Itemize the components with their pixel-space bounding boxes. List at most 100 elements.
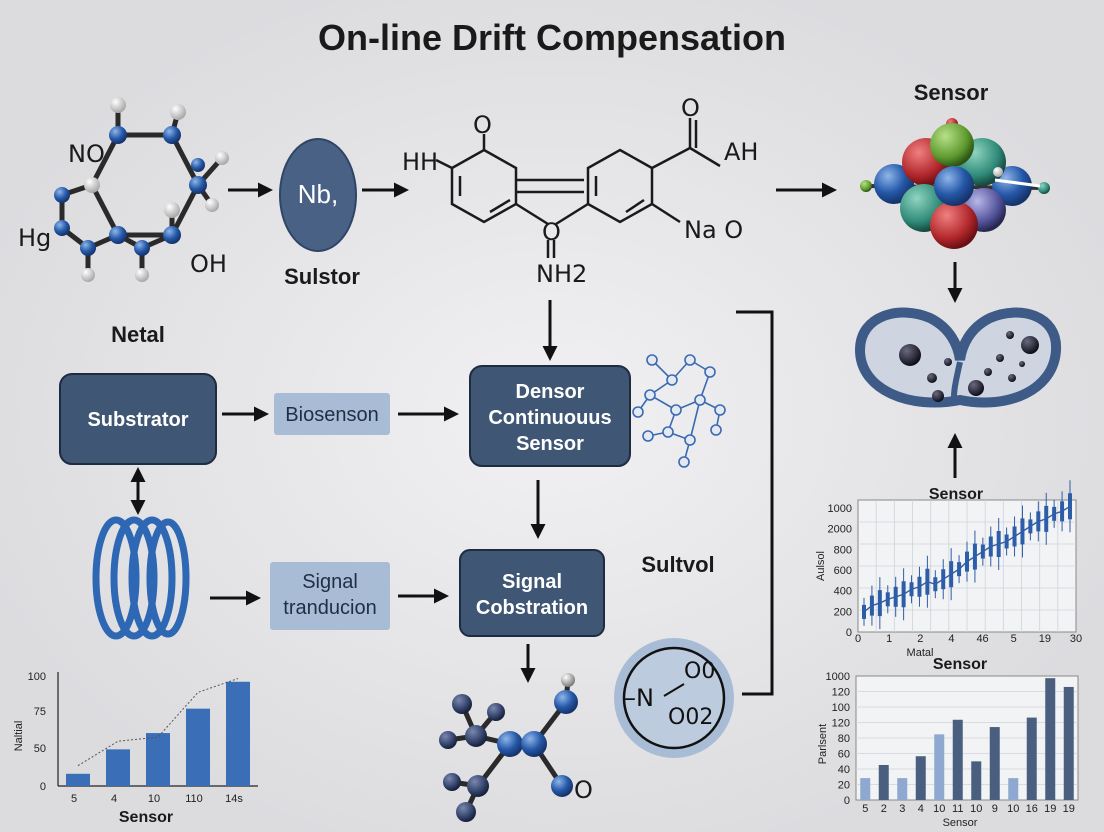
bar bbox=[897, 778, 908, 800]
no-circle: –N O02 O0 bbox=[614, 638, 734, 758]
densor-box-line-1: Densor bbox=[516, 381, 585, 403]
x-tick-label: 10 bbox=[148, 793, 160, 805]
atom-label-oh: OH bbox=[190, 250, 227, 278]
x-tick-label: 16 bbox=[1026, 803, 1038, 815]
densor-box-line-3: Sensor bbox=[516, 433, 584, 455]
no-circle-sub: O02 bbox=[668, 705, 713, 730]
atom-label-o-bridge: O bbox=[542, 218, 561, 246]
no-circle-text: –N bbox=[624, 684, 654, 712]
x-tick-label: 5 bbox=[71, 793, 77, 805]
atom-label-o-top: O bbox=[473, 111, 492, 139]
circle-node-text: Nb, bbox=[298, 179, 338, 209]
y-tick-label: 80 bbox=[838, 733, 850, 745]
y-tick-label: 120 bbox=[832, 687, 850, 699]
bar bbox=[1026, 717, 1037, 800]
y-tick-label: 800 bbox=[834, 544, 852, 556]
bar bbox=[1063, 686, 1074, 800]
x-tick-label: 2 bbox=[881, 803, 887, 815]
y-tick-label: 100 bbox=[832, 702, 850, 714]
atom-label-no: NO bbox=[68, 140, 105, 168]
y-tick-label: 200 bbox=[834, 606, 852, 618]
x-tick-label: 10 bbox=[1007, 803, 1019, 815]
final-molecule-label: O bbox=[574, 776, 593, 804]
x-tick-label: 110 bbox=[185, 793, 203, 805]
bar bbox=[226, 681, 250, 786]
x-axis-title: Sensor bbox=[119, 809, 173, 826]
x-tick-label: 11 bbox=[952, 803, 963, 815]
no-circle-top: O0 bbox=[684, 659, 715, 684]
x-axis-title: Matal bbox=[907, 647, 934, 659]
signal-cobstration-line-1: Signal bbox=[502, 571, 562, 593]
atom-label-ah: AH bbox=[724, 138, 758, 166]
atom-label-nh2: NH2 bbox=[536, 260, 587, 288]
y-tick-label: 20 bbox=[838, 780, 850, 792]
bar bbox=[934, 734, 945, 800]
series-line bbox=[863, 505, 1071, 613]
bar bbox=[952, 719, 963, 800]
x-tick-label: 5 bbox=[1011, 633, 1017, 645]
signal-cobstration-box[interactable]: Signal Cobstration bbox=[459, 549, 605, 637]
densor-box[interactable]: Densor Continuouus Sensor bbox=[469, 365, 631, 467]
x-tick-label: 30 bbox=[1070, 633, 1082, 645]
x-tick-label: 4 bbox=[948, 633, 954, 645]
x-tick-label: 0 bbox=[855, 633, 861, 645]
circle-node: Nb, Sulstor bbox=[279, 138, 360, 289]
molecule-center: O HH O AH O Na O NH2 bbox=[402, 94, 758, 288]
x-tick-label: 46 bbox=[976, 633, 988, 645]
x-tick-label: 10 bbox=[933, 803, 945, 815]
sphere-cluster: Sensor bbox=[860, 80, 1050, 249]
network-graph bbox=[632, 354, 726, 468]
sultvol-label: Sultvol bbox=[641, 552, 714, 577]
x-tick-label: 10 bbox=[970, 803, 982, 815]
bar bbox=[66, 773, 90, 786]
circle-node-caption: Sulstor bbox=[284, 264, 360, 289]
y-tick-label: 0 bbox=[844, 795, 850, 807]
signal-tranducion-line-2: tranducion bbox=[283, 597, 376, 619]
biosenson-box-label: Biosenson bbox=[285, 404, 378, 426]
signal-tranducion-box[interactable]: Signal tranducion bbox=[270, 562, 390, 630]
atom-label-hh: HH bbox=[402, 148, 438, 176]
y-axis-title: Parlsent bbox=[817, 724, 829, 764]
y-tick-label: 100 bbox=[28, 671, 46, 683]
bar bbox=[146, 733, 170, 786]
cell-organelle bbox=[854, 307, 1062, 408]
x-tick-label: 9 bbox=[992, 803, 998, 815]
bar bbox=[860, 778, 871, 800]
bar bbox=[186, 708, 210, 786]
y-axis-title: Aulsol bbox=[815, 551, 827, 581]
y-tick-label: 0 bbox=[40, 781, 46, 793]
x-tick-label: 2 bbox=[917, 633, 923, 645]
substrator-box[interactable]: Substrator bbox=[59, 373, 217, 465]
x-tick-label: 19 bbox=[1044, 803, 1056, 815]
final-molecule: O bbox=[439, 673, 593, 822]
bar bbox=[878, 764, 889, 800]
signal-tranducion-line-1: Signal bbox=[302, 571, 358, 593]
biosenson-box[interactable]: Biosenson bbox=[274, 393, 390, 435]
x-tick-label: 3 bbox=[899, 803, 905, 815]
bar bbox=[1045, 678, 1056, 800]
atom-label-nao: Na O bbox=[684, 216, 743, 244]
y-tick-label: 40 bbox=[838, 764, 850, 776]
bar bbox=[106, 749, 130, 786]
trend-line bbox=[77, 678, 239, 767]
y-tick-label: 120 bbox=[832, 718, 850, 730]
x-tick-label: 4 bbox=[918, 803, 924, 815]
x-tick-label: 5 bbox=[862, 803, 868, 815]
coil-icon bbox=[92, 516, 190, 640]
sphere-cluster-caption: Sensor bbox=[914, 80, 989, 105]
x-tick-label: 14s bbox=[225, 793, 243, 805]
page-title: On-line Drift Compensation bbox=[318, 17, 786, 58]
x-tick-label: 19 bbox=[1039, 633, 1051, 645]
x-tick-label: 19 bbox=[1063, 803, 1075, 815]
y-tick-label: 75 bbox=[34, 706, 46, 718]
x-axis-title: Sensor bbox=[943, 817, 978, 829]
y-tick-label: 2000 bbox=[828, 524, 852, 536]
bar bbox=[971, 761, 982, 800]
atom-label-o-acid: O bbox=[681, 94, 700, 122]
netal-label: Netal bbox=[111, 322, 165, 347]
